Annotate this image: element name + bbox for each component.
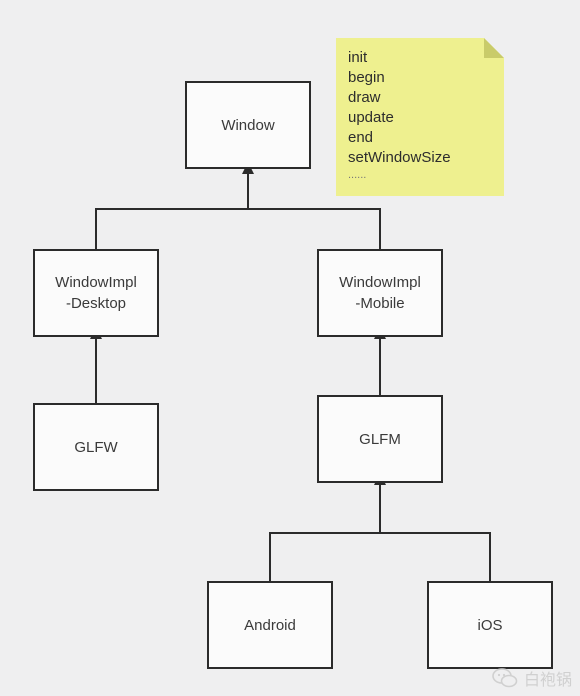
- edge-platforms-to-glfm: [269, 473, 491, 582]
- note-line: ......: [348, 169, 367, 181]
- watermark: 白袍锅: [492, 666, 572, 690]
- node-android-label: Android: [244, 616, 296, 634]
- sticky-note-shape: [336, 38, 504, 196]
- node-windowimpl-desktop: WindowImpl -Desktop: [33, 249, 159, 337]
- note-line: begin: [348, 69, 385, 86]
- note-line: draw: [348, 89, 381, 106]
- node-windowimpl-desktop-label: WindowImpl -Desktop: [55, 274, 137, 312]
- node-glfw-label: GLFW: [74, 438, 118, 456]
- node-glfw: GLFW: [33, 403, 159, 491]
- note-line: setWindowSize: [348, 149, 451, 166]
- note-line: update: [348, 109, 394, 126]
- edge-impls-to-window: [95, 162, 381, 250]
- wechat-icon: [492, 668, 518, 688]
- node-glfm-label: GLFM: [359, 430, 401, 448]
- node-ios: iOS: [427, 581, 553, 669]
- node-windowimpl-mobile: WindowImpl -Mobile: [317, 249, 443, 337]
- note-line: end: [348, 129, 374, 146]
- note-line: init: [348, 49, 368, 66]
- node-window-label: Window: [221, 116, 275, 134]
- node-windowimpl-mobile-label: WindowImpl -Mobile: [339, 274, 421, 312]
- node-glfm: GLFM: [317, 395, 443, 483]
- method-list-note: init begin draw update end setWindowSize…: [336, 38, 504, 196]
- note-lines: init begin draw update end setWindowSize…: [348, 48, 451, 182]
- watermark-text: 白袍锅: [523, 672, 572, 689]
- node-window: Window: [185, 81, 311, 169]
- node-ios-label: iOS: [477, 616, 503, 634]
- node-android: Android: [207, 581, 333, 669]
